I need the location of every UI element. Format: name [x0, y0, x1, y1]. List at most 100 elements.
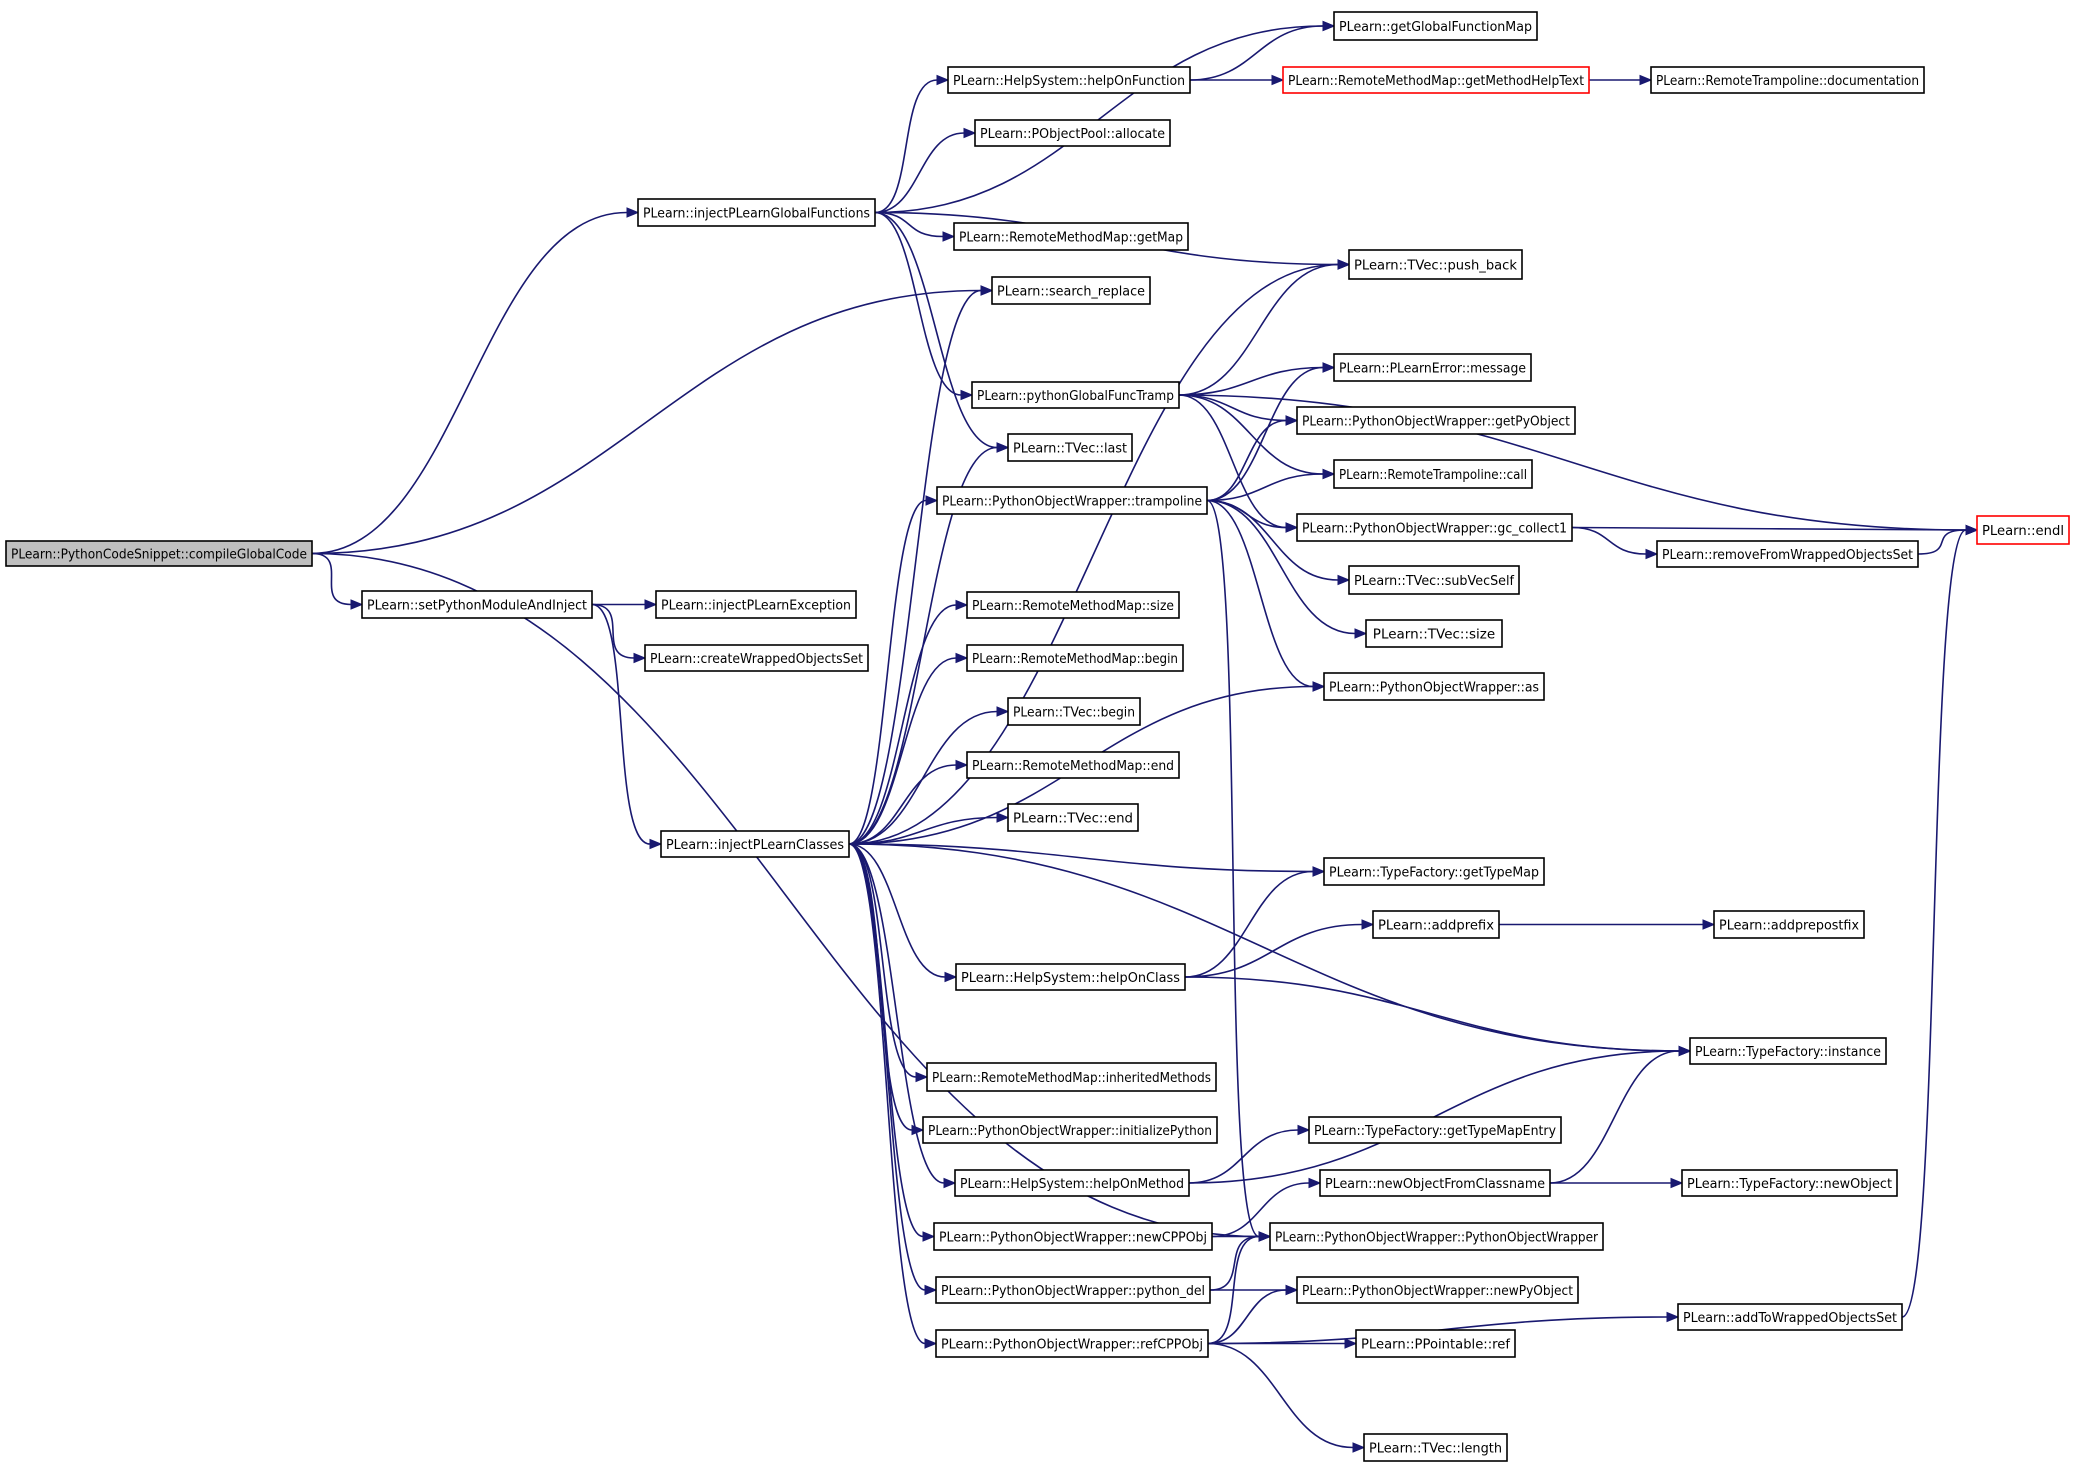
arrowhead-icon [924, 1284, 938, 1296]
edge-line [1207, 1235, 1260, 1345]
node-plearn-search-replace[interactable]: PLearn::search_replace [991, 276, 1151, 305]
edge-line [848, 764, 957, 845]
node-plearn-typefactory-newobject[interactable]: PLearn::TypeFactory::newObject [1681, 1169, 1898, 1197]
node-plearn-tvec-begin[interactable]: PLearn::TVec::begin [1007, 697, 1141, 726]
node-plearn-endl[interactable]: PLearn::endl [1976, 515, 2070, 545]
node-plearn-addprepostfix[interactable]: PLearn::addprepostfix [1713, 910, 1865, 939]
node-plearn-pythonobjectwrapper-newcppobj[interactable]: PLearn::PythonObjectWrapper::newCPPObj [933, 1222, 1213, 1251]
edge-line [1178, 394, 1287, 529]
node-plearn-remotemethodmap-getmethodhelptext[interactable]: PLearn::RemoteMethodMap::getMethodHelpTe… [1282, 66, 1590, 94]
node-plearn-tvec-subvecself[interactable]: PLearn::TVec::subVecSelf [1348, 565, 1520, 595]
node-box [1333, 459, 1533, 489]
node-plearn-injectplearnclasses[interactable]: PLearn::injectPLearnClasses [660, 830, 850, 858]
node-label: PLearn::TVec::last [1013, 441, 1127, 457]
node-plearn-injectplearnglobalfunctions[interactable]: PLearn::injectPLearnGlobalFunctions [637, 198, 876, 227]
node-plearn-pythonobjectwrapper-initializepython[interactable]: PLearn::PythonObjectWrapper::initializeP… [922, 1116, 1218, 1144]
node-plearn-remotetrampoline-documentation[interactable]: PLearn::RemoteTrampoline::documentation [1650, 66, 1925, 94]
node-plearn-remotemethodmap-inheritedmethods[interactable]: PLearn::RemoteMethodMap::inheritedMethod… [926, 1062, 1217, 1092]
node-plearn-helpsystem-helponfunction[interactable]: PLearn::HelpSystem::helpOnFunction [947, 66, 1191, 94]
arrowhead-icon [1678, 1045, 1692, 1057]
node-plearn-pythonobjectwrapper-newpyobject[interactable]: PLearn::PythonObjectWrapper::newPyObject [1296, 1276, 1579, 1304]
edge-plearn-helpsystem-helponclass-to-plearn-addprefix [1184, 919, 1375, 978]
node-label: PLearn::addprefix [1378, 918, 1494, 934]
node-plearn-tvec-end[interactable]: PLearn::TVec::end [1007, 803, 1139, 832]
node-plearn-pythonobjectwrapper-pythonobjectwrapper[interactable]: PLearn::PythonObjectWrapper::PythonObjec… [1269, 1222, 1604, 1251]
node-plearn-pythonobjectwrapper-gc-collect1[interactable]: PLearn::PythonObjectWrapper::gc_collect1 [1296, 513, 1573, 542]
node-plearn-injectplearnexception[interactable]: PLearn::injectPLearnException [655, 590, 857, 619]
node-box [5, 540, 313, 567]
edge-plearn-remotemethodmap-getmethodhelptext-to-plearn-remotetrampoline-documentation [1589, 74, 1653, 86]
edge-line [1184, 923, 1363, 978]
node-box [660, 830, 850, 858]
node-plearn-tvec-length[interactable]: PLearn::TVec::length [1363, 1433, 1508, 1462]
node-plearn-pythonobjectwrapper-getpyobject[interactable]: PLearn::PythonObjectWrapper::getPyObject [1296, 406, 1576, 435]
edge-line [311, 211, 628, 555]
node-plearn-removefromwrappedobjectsset[interactable]: PLearn::removeFromWrappedObjectsSet [1656, 540, 1919, 568]
edge-line [311, 552, 352, 606]
node-plearn-pythonglobalfunctramp[interactable]: PLearn::pythonGlobalFuncTramp [971, 381, 1180, 409]
edge-plearn-injectplearnglobalfunctions-to-plearn-getglobalfunctionmap [874, 20, 1336, 214]
edge-line [311, 289, 982, 555]
node-label: PLearn::endl [1982, 523, 2064, 539]
edge-plearn-pythonobjectwrapper-newcppobj-to-plearn-newobjectfromclassname [1211, 1177, 1322, 1238]
node-plearn-typefactory-gettypemapentry[interactable]: PLearn::TypeFactory::getTypeMapEntry [1308, 1116, 1562, 1144]
edge-plearn-setpythonmoduleandinject-to-plearn-injectplearnclasses [591, 603, 663, 850]
node-plearn-addprefix[interactable]: PLearn::addprefix [1372, 910, 1500, 939]
node-plearn-remotemethodmap-size[interactable]: PLearn::RemoteMethodMap::size [966, 591, 1180, 619]
node-plearn-typefactory-instance[interactable]: PLearn::TypeFactory::instance [1689, 1037, 1887, 1065]
node-box [1296, 406, 1576, 435]
node-plearn-pobjectpool-allocate[interactable]: PLearn::PObjectPool::allocate [974, 119, 1171, 147]
node-plearn-newobjectfromclassname[interactable]: PLearn::newObjectFromClassname [1319, 1169, 1551, 1197]
node-plearn-pythonobjectwrapper-as[interactable]: PLearn::PythonObjectWrapper::as [1323, 672, 1545, 701]
node-box [1355, 1329, 1516, 1358]
arrowhead-icon [911, 1124, 925, 1136]
node-label: PLearn::PythonObjectWrapper::PythonObjec… [1275, 1230, 1598, 1246]
node-plearn-addtowrappedobjectsset[interactable]: PLearn::addToWrappedObjectsSet [1677, 1303, 1903, 1331]
edge-plearn-injectplearnclasses-to-plearn-pythonobjectwrapper-newcppobj [848, 843, 936, 1242]
node-box [1689, 1037, 1887, 1065]
node-box [1007, 433, 1133, 462]
node-plearn-pythonobjectwrapper-trampoline[interactable]: PLearn::PythonObjectWrapper::trampoline [936, 486, 1208, 515]
node-plearn-remotemethodmap-getmap[interactable]: PLearn::RemoteMethodMap::getMap [953, 222, 1189, 251]
node-plearn-remotemethodmap-end[interactable]: PLearn::RemoteMethodMap::end [966, 751, 1180, 779]
node-label: PLearn::TVec::subVecSelf [1354, 573, 1515, 589]
node-plearn-helpsystem-helponclass[interactable]: PLearn::HelpSystem::helpOnClass [955, 963, 1186, 991]
node-plearn-plearnerror-message[interactable]: PLearn::PLearnError::message [1333, 353, 1532, 382]
arrowhead-icon [915, 1071, 929, 1083]
edge-plearn-pythonobjectwrapper-trampoline-to-plearn-tvec-size [1206, 499, 1368, 639]
node-label: PLearn::PLearnError::message [1339, 361, 1526, 377]
node-plearn-remotemethodmap-begin[interactable]: PLearn::RemoteMethodMap::begin [966, 644, 1184, 672]
node-plearn-tvec-last[interactable]: PLearn::TVec::last [1007, 433, 1133, 462]
arrowhead-icon [1645, 548, 1659, 560]
edge-line [1207, 1342, 1354, 1449]
edge-plearn-injectplearnclasses-to-plearn-typefactory-gettypemap [848, 843, 1326, 877]
node-label: PLearn::injectPLearnException [661, 598, 851, 614]
node-plearn-pythonobjectwrapper-refcppobj[interactable]: PLearn::PythonObjectWrapper::refCPPObj [935, 1329, 1209, 1358]
node-plearn-tvec-push-back[interactable]: PLearn::TVec::push_back [1348, 249, 1523, 280]
arrowhead-icon [1271, 74, 1285, 86]
node-plearn-helpsystem-helponmethod[interactable]: PLearn::HelpSystem::helpOnMethod [954, 1169, 1190, 1197]
node-plearn-remotetrampoline-call[interactable]: PLearn::RemoteTrampoline::call [1333, 459, 1533, 489]
edge-line [1917, 529, 1967, 555]
node-plearn-ppointable-ref[interactable]: PLearn::PPointable::ref [1355, 1329, 1516, 1358]
node-plearn-tvec-size[interactable]: PLearn::TVec::size [1365, 619, 1503, 648]
node-label: PLearn::RemoteMethodMap::getMap [959, 230, 1183, 246]
edge-line [1188, 1129, 1299, 1184]
node-box [933, 1222, 1213, 1251]
edge-plearn-addtowrappedobjectsset-to-plearn-endl [1901, 524, 1979, 1318]
node-box [637, 198, 876, 227]
edge-plearn-pythoncodesnippet-compileglobalcode-to-plearn-search-replace [311, 285, 994, 555]
edge-plearn-injectplearnclasses-to-plearn-typefactory-instance [848, 843, 1692, 1057]
node-plearn-setpythonmoduleandinject[interactable]: PLearn::setPythonModuleAndInject [361, 590, 593, 619]
node-plearn-getglobalfunctionmap[interactable]: PLearn::getGlobalFunctionMap [1333, 11, 1538, 41]
node-box [1681, 1169, 1898, 1197]
node-label: PLearn::PythonObjectWrapper::gc_collect1 [1302, 521, 1567, 537]
node-plearn-pythoncodesnippet-compileglobalcode[interactable]: PLearn::PythonCodeSnippet::compileGlobal… [5, 540, 313, 567]
arrowhead-icon [925, 495, 939, 506]
node-plearn-pythonobjectwrapper-python-del[interactable]: PLearn::PythonObjectWrapper::python_del [935, 1276, 1211, 1304]
arrowhead-icon [1361, 919, 1375, 930]
node-plearn-createwrappedobjectsset[interactable]: PLearn::createWrappedObjectsSet [644, 644, 869, 672]
node-plearn-typefactory-gettypemap[interactable]: PLearn::TypeFactory::getTypeMap [1323, 857, 1545, 886]
node-box [947, 66, 1191, 94]
node-box [1269, 1222, 1604, 1251]
